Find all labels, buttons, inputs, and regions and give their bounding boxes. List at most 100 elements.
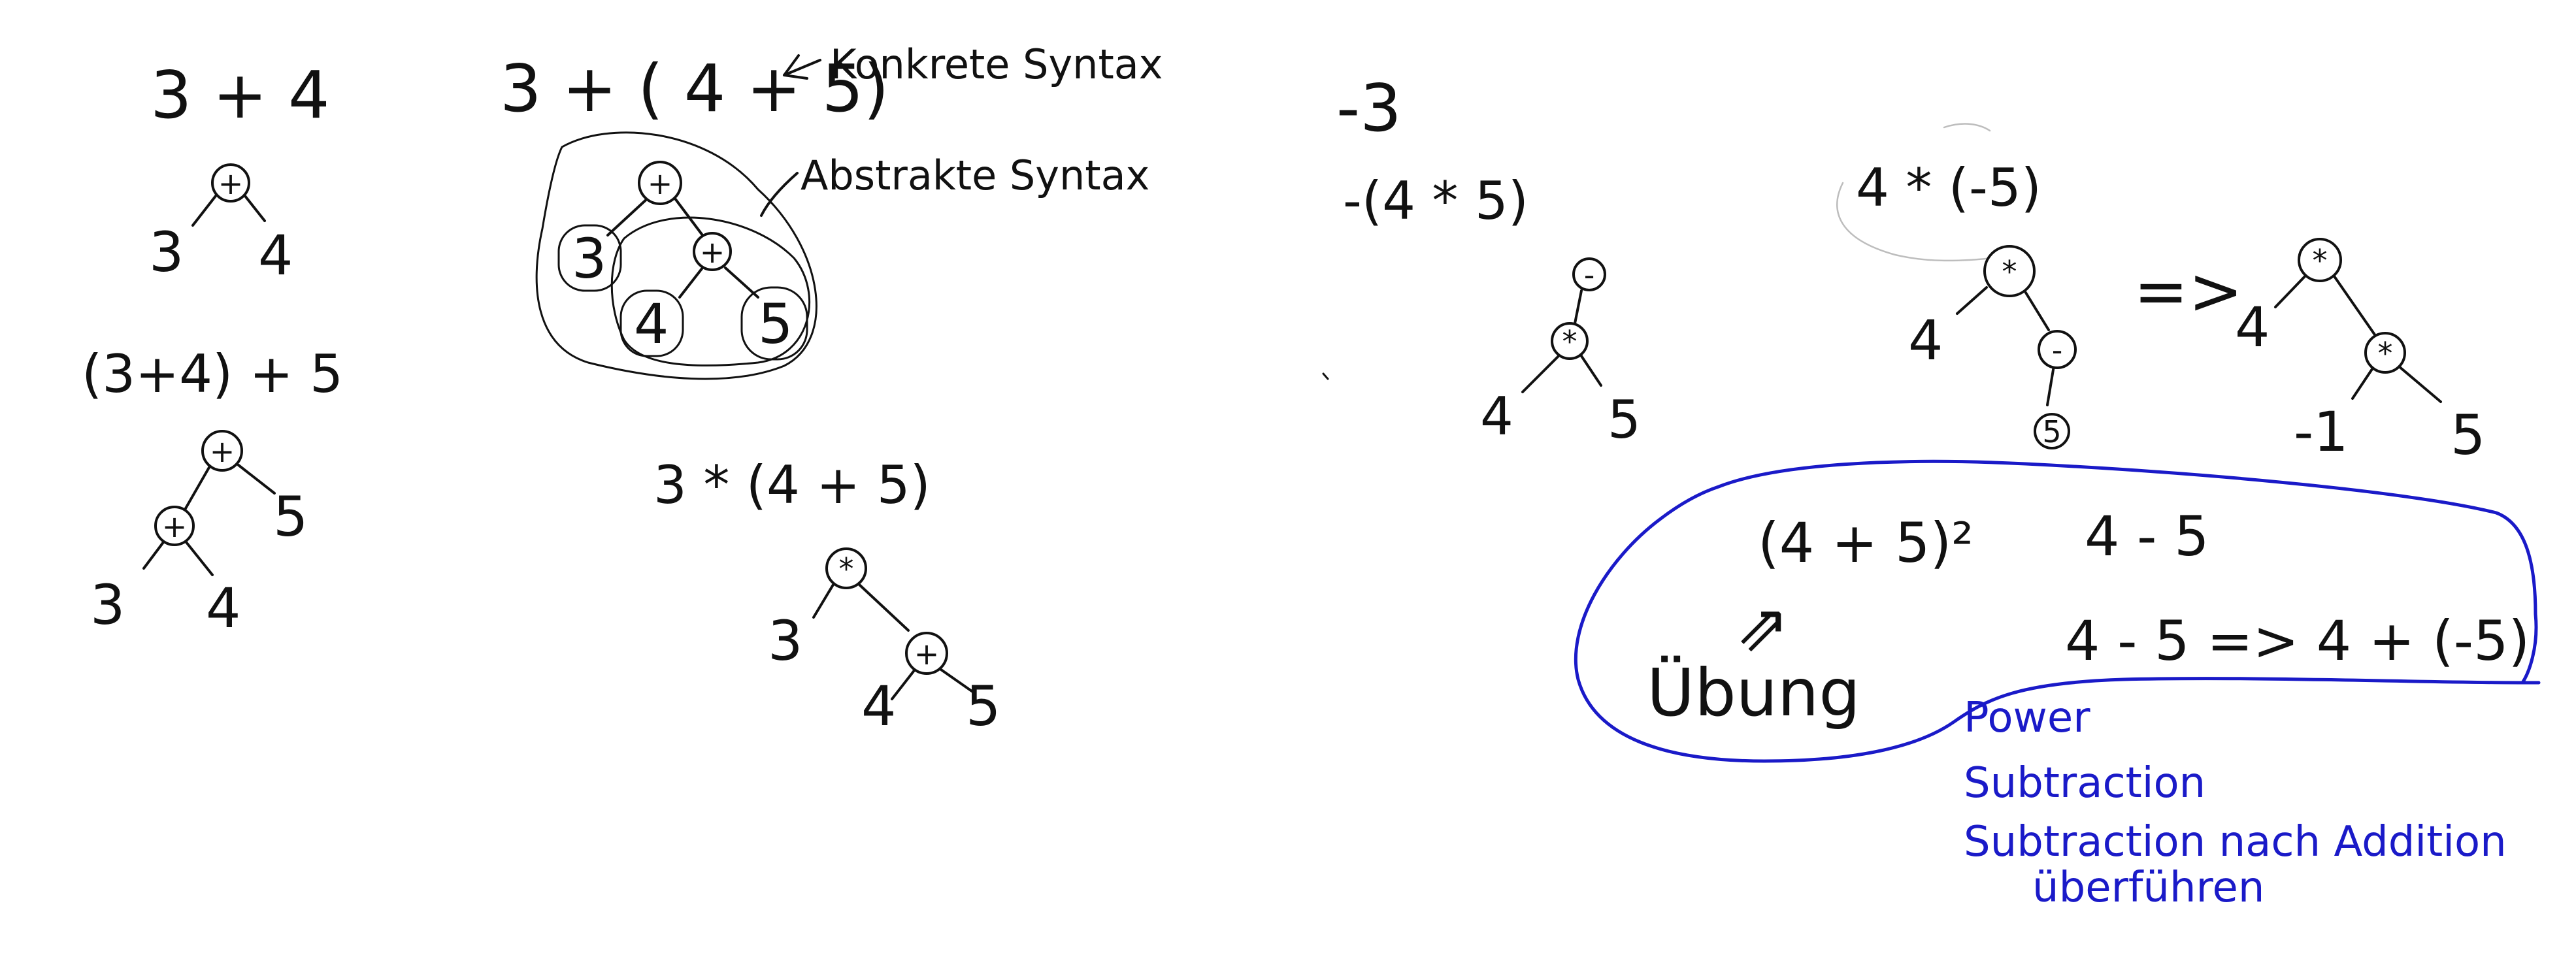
expr-subtraction-to-addition: 4 - 5 => 4 + (-5) [2065,609,2530,673]
node-plus [201,430,243,472]
node-label: - [2052,333,2063,368]
edge [185,541,214,576]
note-item: Subtraction nach Addition [1964,818,2507,866]
node-label: + [648,166,673,201]
leaf: 4 [1480,386,1513,447]
outline-leaf [619,289,684,357]
leaf: 4 [258,223,293,287]
node-minus [1572,257,1606,291]
node-times [2364,332,2406,374]
node-leaf-circled [2034,413,2070,449]
node-label: - [1584,257,1595,293]
expr-4-times-neg-5: 4 * (-5) [1856,157,2041,218]
node-label: 5 [2042,414,2061,449]
tree-3-plus-4: 3 + 4 + 3 4 [149,57,330,287]
leaf: 3 [90,573,125,637]
edge [678,267,704,299]
edge [2024,291,2050,331]
leaf: 5 [966,674,1000,738]
label-concrete-syntax: Konkrete Syntax [830,41,1163,88]
outline-whole-tree [535,131,817,380]
node-times [1983,245,2036,297]
edge [940,668,975,694]
edge [724,267,759,299]
edge [1956,286,1988,315]
expr-subtraction: 4 - 5 [2085,504,2209,568]
leaf: 3 [768,609,802,673]
node-label: + [700,235,725,270]
node-times [2298,238,2342,282]
exercise-outline [1574,459,2538,763]
edge [1521,355,1560,393]
node-label: * [2313,243,2328,278]
leaf: 4 [206,576,240,640]
node-label: + [162,509,188,544]
leaf: 3 [149,220,184,284]
node-plus [211,163,250,203]
expr-power: (4 + 5)² [1758,511,1973,575]
edge [2351,368,2373,400]
arrow-icon [760,172,799,217]
node-label: + [914,636,940,672]
edge [142,541,165,570]
leaf: 4 [1908,308,1943,372]
edge [858,583,910,632]
node-plus [693,232,732,271]
node-label: * [1562,324,1577,359]
tree-3-plus-4-plus-5-nested: 3 + ( 4 + 5) Konkrete Syntax Abstrakte S… [500,41,1163,380]
leaf: 4 [634,292,669,356]
expr-3-plus-paren: 3 + ( 4 + 5) [500,50,889,127]
leaf: 5 [273,485,308,549]
edge [184,464,212,511]
faint-scribble [1836,123,1994,262]
expr-3-plus-4: 3 + 4 [150,57,330,133]
edge [1574,289,1583,325]
node-plus [905,632,948,675]
leaf: 5 [758,292,793,356]
notes-list: Power Subtraction Subtraction nach Addit… [1964,694,2507,912]
outline-leaf [740,286,808,361]
arrow-up-right-icon: ⇗ [1735,589,1790,666]
edge [244,195,266,222]
node-label: * [839,551,854,587]
edge [891,668,916,700]
leaf: 5 [2451,403,2485,467]
node-plus [154,506,195,546]
node-label: * [2378,336,2393,371]
outline-leaf [557,224,622,292]
node-times [1551,322,1589,360]
label-abstract-syntax: Abstrakte Syntax [801,152,1149,199]
node-label: + [218,166,244,201]
stray-mark [1322,372,1329,380]
node-minus [2038,330,2077,369]
edge [237,464,276,495]
expr-3-plus-4-plus-5: (3+4) + 5 [82,344,343,404]
edge [672,195,704,236]
leaf: 5 [1608,389,1641,450]
exercise-region: (4 + 5)² 4 - 5 4 - 5 => 4 + (-5) Übung ⇗ [1574,459,2541,763]
edge [2046,365,2055,406]
node-plus [638,161,682,205]
edge [191,195,217,227]
edge [606,195,652,236]
tree-3-plus-4-plus-5: (3+4) + 5 + + 5 3 4 [82,344,343,640]
arrow-icon [783,54,821,80]
note-item: Subtraction [1964,759,2205,807]
tree-3-times-4-plus-5: 3 * (4 + 5) * + 3 4 5 [653,455,1000,738]
tree-negation: -3 -(4 * 5) - * 4 5 [1322,70,1641,450]
node-label: * [2002,254,2017,289]
edge [812,583,834,619]
expr-minus-3: -3 [1336,70,1402,146]
leaf: -1 [2294,400,2349,464]
node-label: + [210,434,235,469]
expr-3-times-paren: 3 * (4 + 5) [653,455,931,515]
label-uebung: Übung [1647,655,1860,731]
edge [2332,273,2379,340]
leaf: 4 [2235,295,2270,359]
edge [2397,365,2442,403]
node-times [825,547,867,589]
leaf: 4 [861,674,896,738]
note-item: überführen [2032,864,2264,912]
note-item: Power [1964,694,2090,742]
